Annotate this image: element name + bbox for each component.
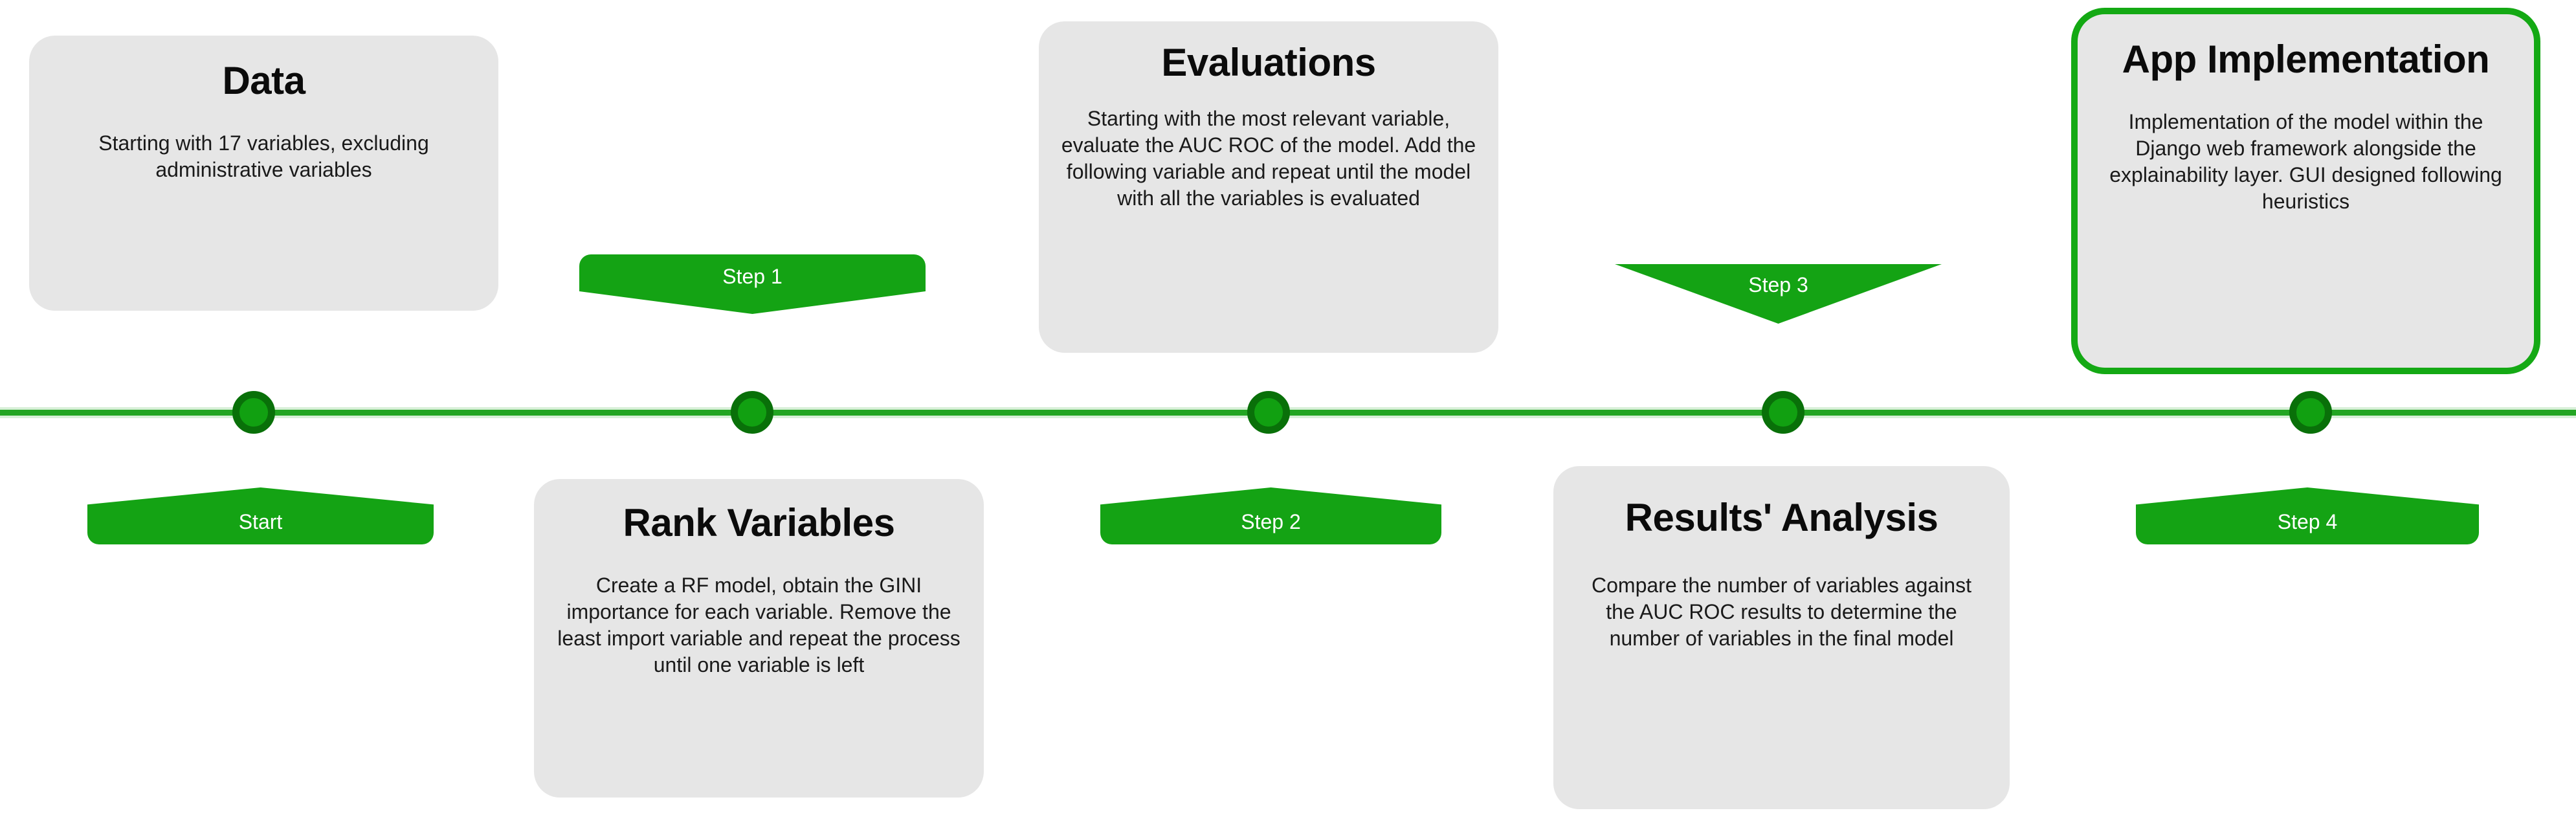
- badge-start[interactable]: Start: [87, 487, 434, 544]
- card-results-analysis-body: Compare the number of variables against …: [1592, 574, 1971, 651]
- timeline-node-step1[interactable]: [731, 391, 773, 434]
- badge-step-4-label: Step 4: [2277, 509, 2338, 533]
- card-rank-variables-title: Rank Variables: [623, 501, 895, 544]
- card-evaluations-body: Starting with the most relevant variable…: [1061, 107, 1476, 210]
- timeline-node-step4[interactable]: [2289, 391, 2332, 434]
- card-data-body: Starting with 17 variables, excluding ad…: [98, 131, 429, 182]
- card-app-implementation-title: App Implementation: [2122, 38, 2490, 81]
- card-results-analysis-title: Results' Analysis: [1625, 496, 1938, 539]
- timeline-node-start[interactable]: [232, 391, 275, 434]
- badge-step-3[interactable]: Step 3: [1615, 264, 1942, 324]
- card-evaluations[interactable]: Evaluations Starting with the most relev…: [1039, 21, 1498, 353]
- timeline-node-step3[interactable]: [1762, 391, 1804, 434]
- badge-step-3-label: Step 3: [1748, 273, 1808, 296]
- timeline-node-step2[interactable]: [1247, 391, 1290, 434]
- badge-step-2-label: Step 2: [1241, 509, 1301, 533]
- card-evaluations-title: Evaluations: [1161, 41, 1376, 84]
- card-rank-variables-body: Create a RF model, obtain the GINI impor…: [557, 574, 960, 677]
- badge-start-label: Start: [238, 509, 283, 533]
- card-data-title: Data: [222, 59, 305, 102]
- card-data[interactable]: Data Starting with 17 variables, excludi…: [29, 36, 498, 311]
- card-results-analysis[interactable]: Results' Analysis Compare the number of …: [1553, 466, 2010, 809]
- badge-step-1-label: Step 1: [722, 264, 783, 288]
- card-rank-variables[interactable]: Rank Variables Create a RF model, obtain…: [534, 479, 984, 798]
- badge-step-4[interactable]: Step 4: [2136, 487, 2479, 544]
- badge-step-2[interactable]: Step 2: [1100, 487, 1441, 544]
- badge-step-1[interactable]: Step 1: [579, 254, 926, 314]
- card-app-implementation[interactable]: App Implementation Implementation of the…: [2071, 8, 2540, 374]
- card-app-implementation-body: Implementation of the model within the D…: [2109, 110, 2502, 214]
